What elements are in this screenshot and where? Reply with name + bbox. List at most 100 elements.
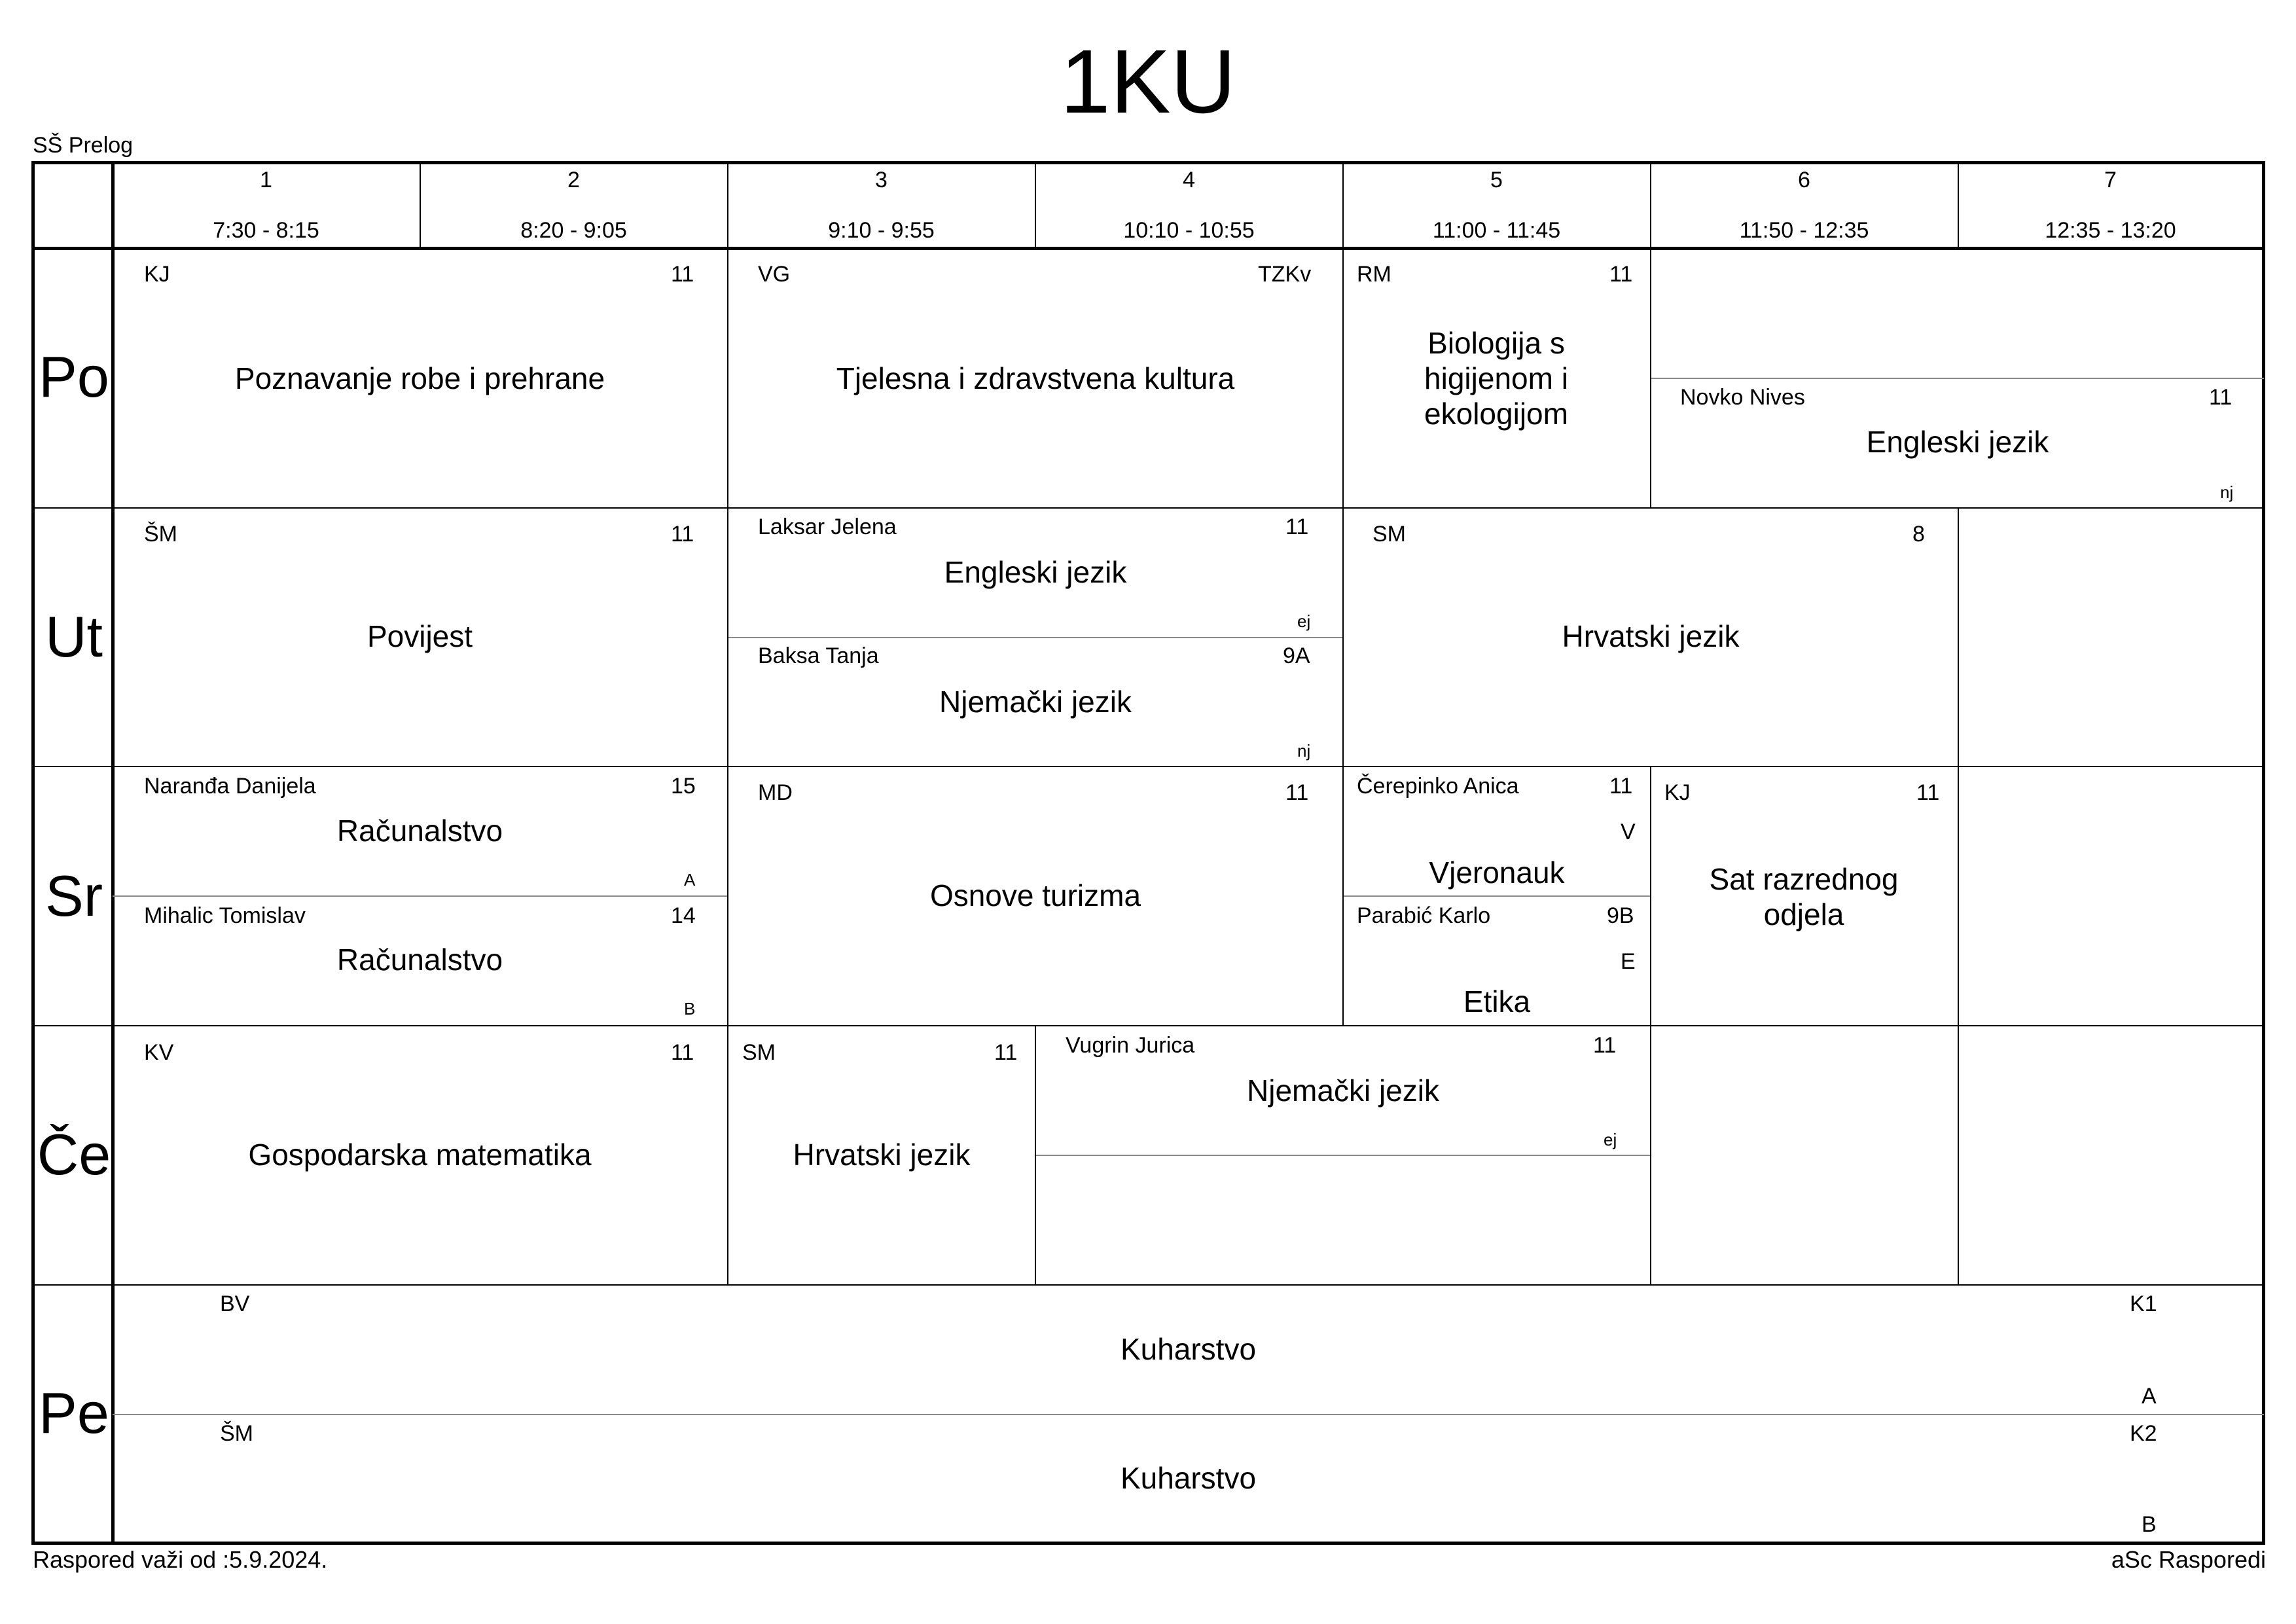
column-divider <box>1342 161 1344 249</box>
timetable-grid <box>31 161 2265 1545</box>
cell-divider <box>1650 249 1651 508</box>
lesson-teacher: Laksar Jelena <box>758 514 897 539</box>
lesson-group: B <box>684 999 696 1019</box>
split-divider <box>1344 895 1650 897</box>
period-number: 3 <box>875 168 888 192</box>
lesson-subject: Gospodarska matematika <box>248 1138 592 1172</box>
lesson-group: V <box>1621 820 1636 844</box>
lesson-room: 11 <box>1285 514 1309 539</box>
column-divider <box>420 161 421 249</box>
lesson-room: 15 <box>671 774 696 799</box>
day-label: Ut <box>45 604 103 669</box>
lesson-subject: Računalstvo <box>336 943 503 977</box>
lesson-subject: Hrvatski jezik <box>1562 619 1740 653</box>
lesson-room: 11 <box>1916 780 1940 805</box>
cell-divider <box>727 508 728 767</box>
split-divider <box>1651 378 2264 379</box>
row-divider <box>31 1284 2265 1286</box>
period-time: 7:30 - 8:15 <box>213 218 319 243</box>
lesson-subject: Engleski jezik <box>944 555 1127 589</box>
lesson-subject: Kuharstvo <box>1120 1332 1257 1366</box>
lesson-teacher: KJ <box>144 262 170 287</box>
lesson-group: ej <box>1604 1130 1617 1149</box>
column-divider <box>1650 161 1651 249</box>
lesson-teacher: Parabić Karlo <box>1357 903 1491 928</box>
lesson-room: 11 <box>1609 774 1633 799</box>
split-divider <box>1036 1155 1650 1156</box>
lesson-teacher: MD <box>758 780 793 805</box>
cell-divider <box>1342 508 1344 767</box>
period-time: 8:20 - 9:05 <box>520 218 627 243</box>
valid-from-note: Raspored važi od :5.9.2024. <box>33 1546 328 1573</box>
lesson-group: A <box>684 870 696 890</box>
lesson-subject: Etika <box>1463 984 1531 1019</box>
lesson-room: 11 <box>671 262 694 287</box>
lesson-teacher: ŠM <box>144 522 177 547</box>
school-name: SŠ Prelog <box>33 133 134 158</box>
lesson-room: 11 <box>671 1040 694 1065</box>
lesson-subject: Njemački jezik <box>1247 1074 1439 1108</box>
lesson-subject: Poznavanje robe i prehrane <box>234 361 605 395</box>
lesson-room: 11 <box>994 1040 1018 1065</box>
day-label: Če <box>37 1122 111 1187</box>
lesson-subject: Vjeronauk <box>1429 856 1565 890</box>
period-number: 2 <box>567 168 580 192</box>
lesson-teacher: Mihalic Tomislav <box>144 903 306 928</box>
lesson-room: 8 <box>1912 522 1925 547</box>
row-divider <box>31 1025 2265 1026</box>
lesson-subject: Njemački jezik <box>939 685 1132 719</box>
period-time: 11:00 - 11:45 <box>1432 218 1561 243</box>
period-number: 7 <box>2104 168 2117 192</box>
lesson-room: 11 <box>1593 1033 1617 1058</box>
row-divider <box>31 507 2265 509</box>
lesson-teacher: KV <box>144 1040 174 1065</box>
lesson-group: nj <box>1297 741 1311 761</box>
lesson-group: A <box>2142 1384 2157 1409</box>
lesson-subject: Engleski jezik <box>1866 425 2049 459</box>
lesson-room: 11 <box>1609 262 1633 287</box>
lesson-teacher: Baksa Tanja <box>758 643 879 668</box>
lesson-subject: Sat razrednog odjela <box>1709 862 1899 931</box>
cell-divider <box>1650 767 1651 1026</box>
lesson-subject: Tjelesna i zdravstvena kultura <box>836 361 1235 395</box>
cell-divider <box>727 1026 728 1285</box>
column-divider <box>727 161 728 249</box>
lesson-teacher: KJ <box>1664 780 1691 805</box>
software-credit: aSc Rasporedi <box>2111 1546 2266 1573</box>
split-divider <box>728 637 1342 638</box>
lesson-teacher: BV <box>220 1291 250 1316</box>
lesson-group: nj <box>2220 482 2234 502</box>
lesson-subject: Kuharstvo <box>1120 1461 1257 1495</box>
lesson-teacher: Čerepinko Anica <box>1357 774 1519 799</box>
day-label: Sr <box>45 863 103 928</box>
cell-divider <box>1958 767 1959 1026</box>
lesson-room: K1 <box>2130 1291 2157 1316</box>
period-number: 5 <box>1490 168 1503 192</box>
cell-divider <box>1650 1026 1651 1285</box>
period-time: 10:10 - 10:55 <box>1123 218 1255 243</box>
day-column-divider <box>111 161 115 1545</box>
lesson-teacher: RM <box>1357 262 1391 287</box>
lesson-teacher: Naranđa Danijela <box>144 774 316 799</box>
lesson-teacher: Vugrin Jurica <box>1066 1033 1195 1058</box>
lesson-room: K2 <box>2130 1421 2157 1446</box>
split-divider <box>113 1414 2264 1415</box>
lesson-room: 9A <box>1283 643 1310 668</box>
lesson-room: 9B <box>1607 903 1634 928</box>
lesson-teacher: ŠM <box>220 1421 253 1446</box>
lesson-group: ej <box>1297 611 1311 631</box>
day-label: Po <box>39 344 109 409</box>
header-divider <box>31 247 2265 250</box>
day-label: Pe <box>39 1380 109 1445</box>
lesson-room: 11 <box>1285 780 1309 805</box>
lesson-teacher: SM <box>1372 522 1406 547</box>
period-time: 9:10 - 9:55 <box>828 218 935 243</box>
lesson-teacher: VG <box>758 262 791 287</box>
cell-divider <box>1958 508 1959 767</box>
column-divider <box>1958 161 1959 249</box>
period-number: 4 <box>1183 168 1195 192</box>
lesson-room: 11 <box>2209 385 2233 410</box>
lesson-teacher: Novko Nives <box>1680 385 1805 410</box>
cell-divider <box>1342 767 1344 1026</box>
lesson-subject: Hrvatski jezik <box>793 1138 971 1172</box>
